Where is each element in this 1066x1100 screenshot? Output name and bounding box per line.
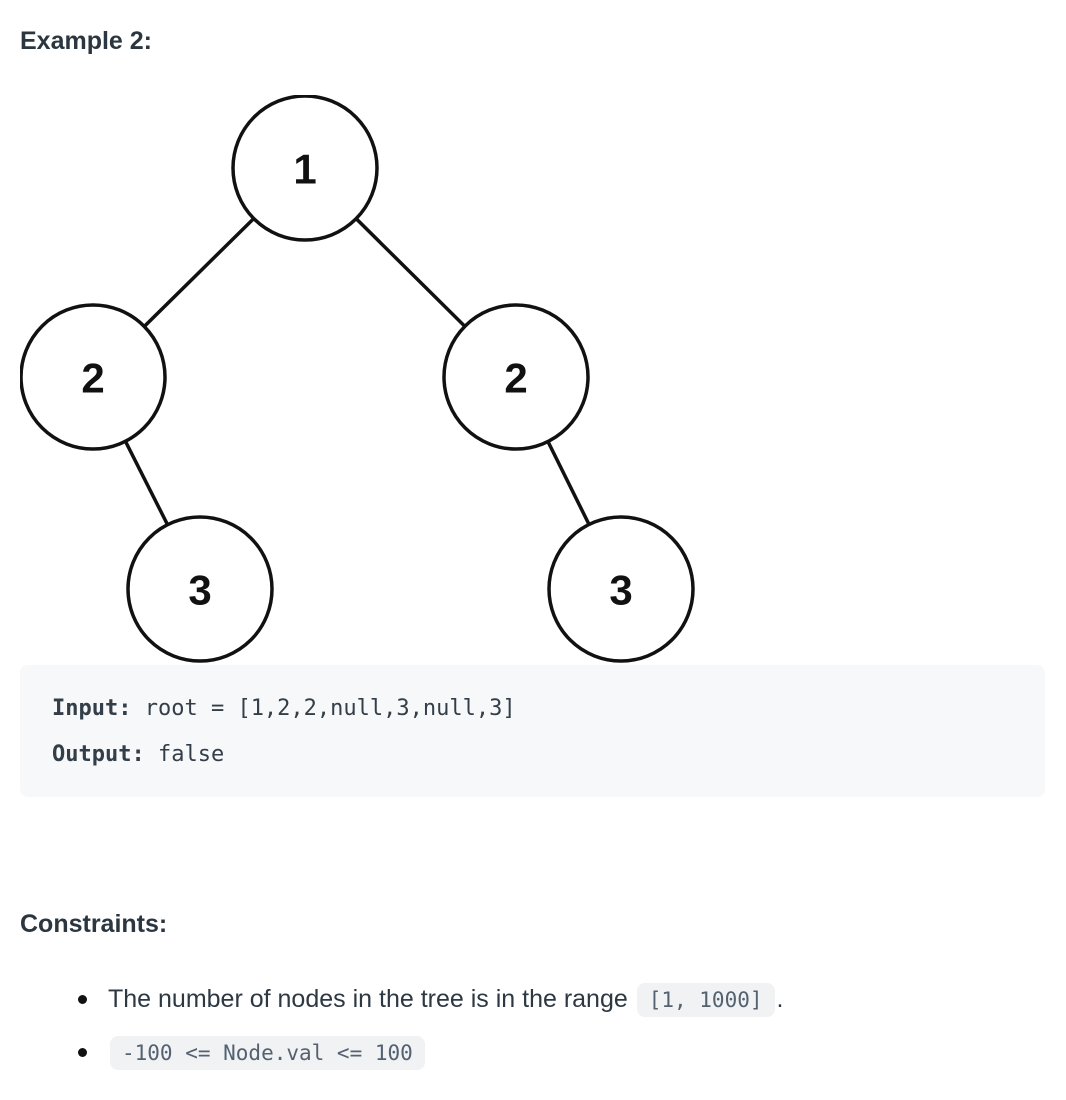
tree-node-left-grandchild [126,515,274,663]
tree-node-right-child [442,303,590,451]
constraint-item: -100 <= Node.val <= 100 [78,1032,1045,1073]
output-value: false [144,742,225,767]
input-label: Input: [52,696,132,721]
constraints-list: The number of nodes in the tree is in th… [20,979,1045,1073]
tree-node-value: 1 [293,146,316,193]
tree-node-value: 3 [609,567,632,614]
tree-node-value: 3 [188,567,211,614]
example-io-block: Input: root = [1,2,2,null,3,null,3] Outp… [20,665,1045,797]
binary-tree-figure: 1 2 2 3 3 [20,95,1045,665]
input-value: root = [1,2,2,null,3,null,3] [131,696,516,721]
tree-node-value: 2 [81,355,104,402]
constraint-item: The number of nodes in the tree is in th… [78,979,1045,1020]
constraints-heading: Constraints: [20,910,168,938]
tree-node-right-grandchild [547,515,695,663]
constraint-text: . [776,985,784,1013]
binary-tree-diagram: 1 2 2 3 3 [20,95,695,663]
tree-node-root [231,95,379,242]
constraint-text: The number of nodes in the tree is in th… [108,985,635,1013]
constraint-code: [1, 1000] [636,983,775,1017]
output-label: Output: [52,742,145,767]
constraint-code: -100 <= Node.val <= 100 [110,1036,425,1070]
tree-node-left-child [20,303,167,451]
example-heading: Example 2: [20,27,153,55]
problem-description-page: Example 2: 1 2 2 3 3 Input: root = [1,2,2,nu… [0,26,1066,1073]
tree-node-value: 2 [504,355,527,402]
